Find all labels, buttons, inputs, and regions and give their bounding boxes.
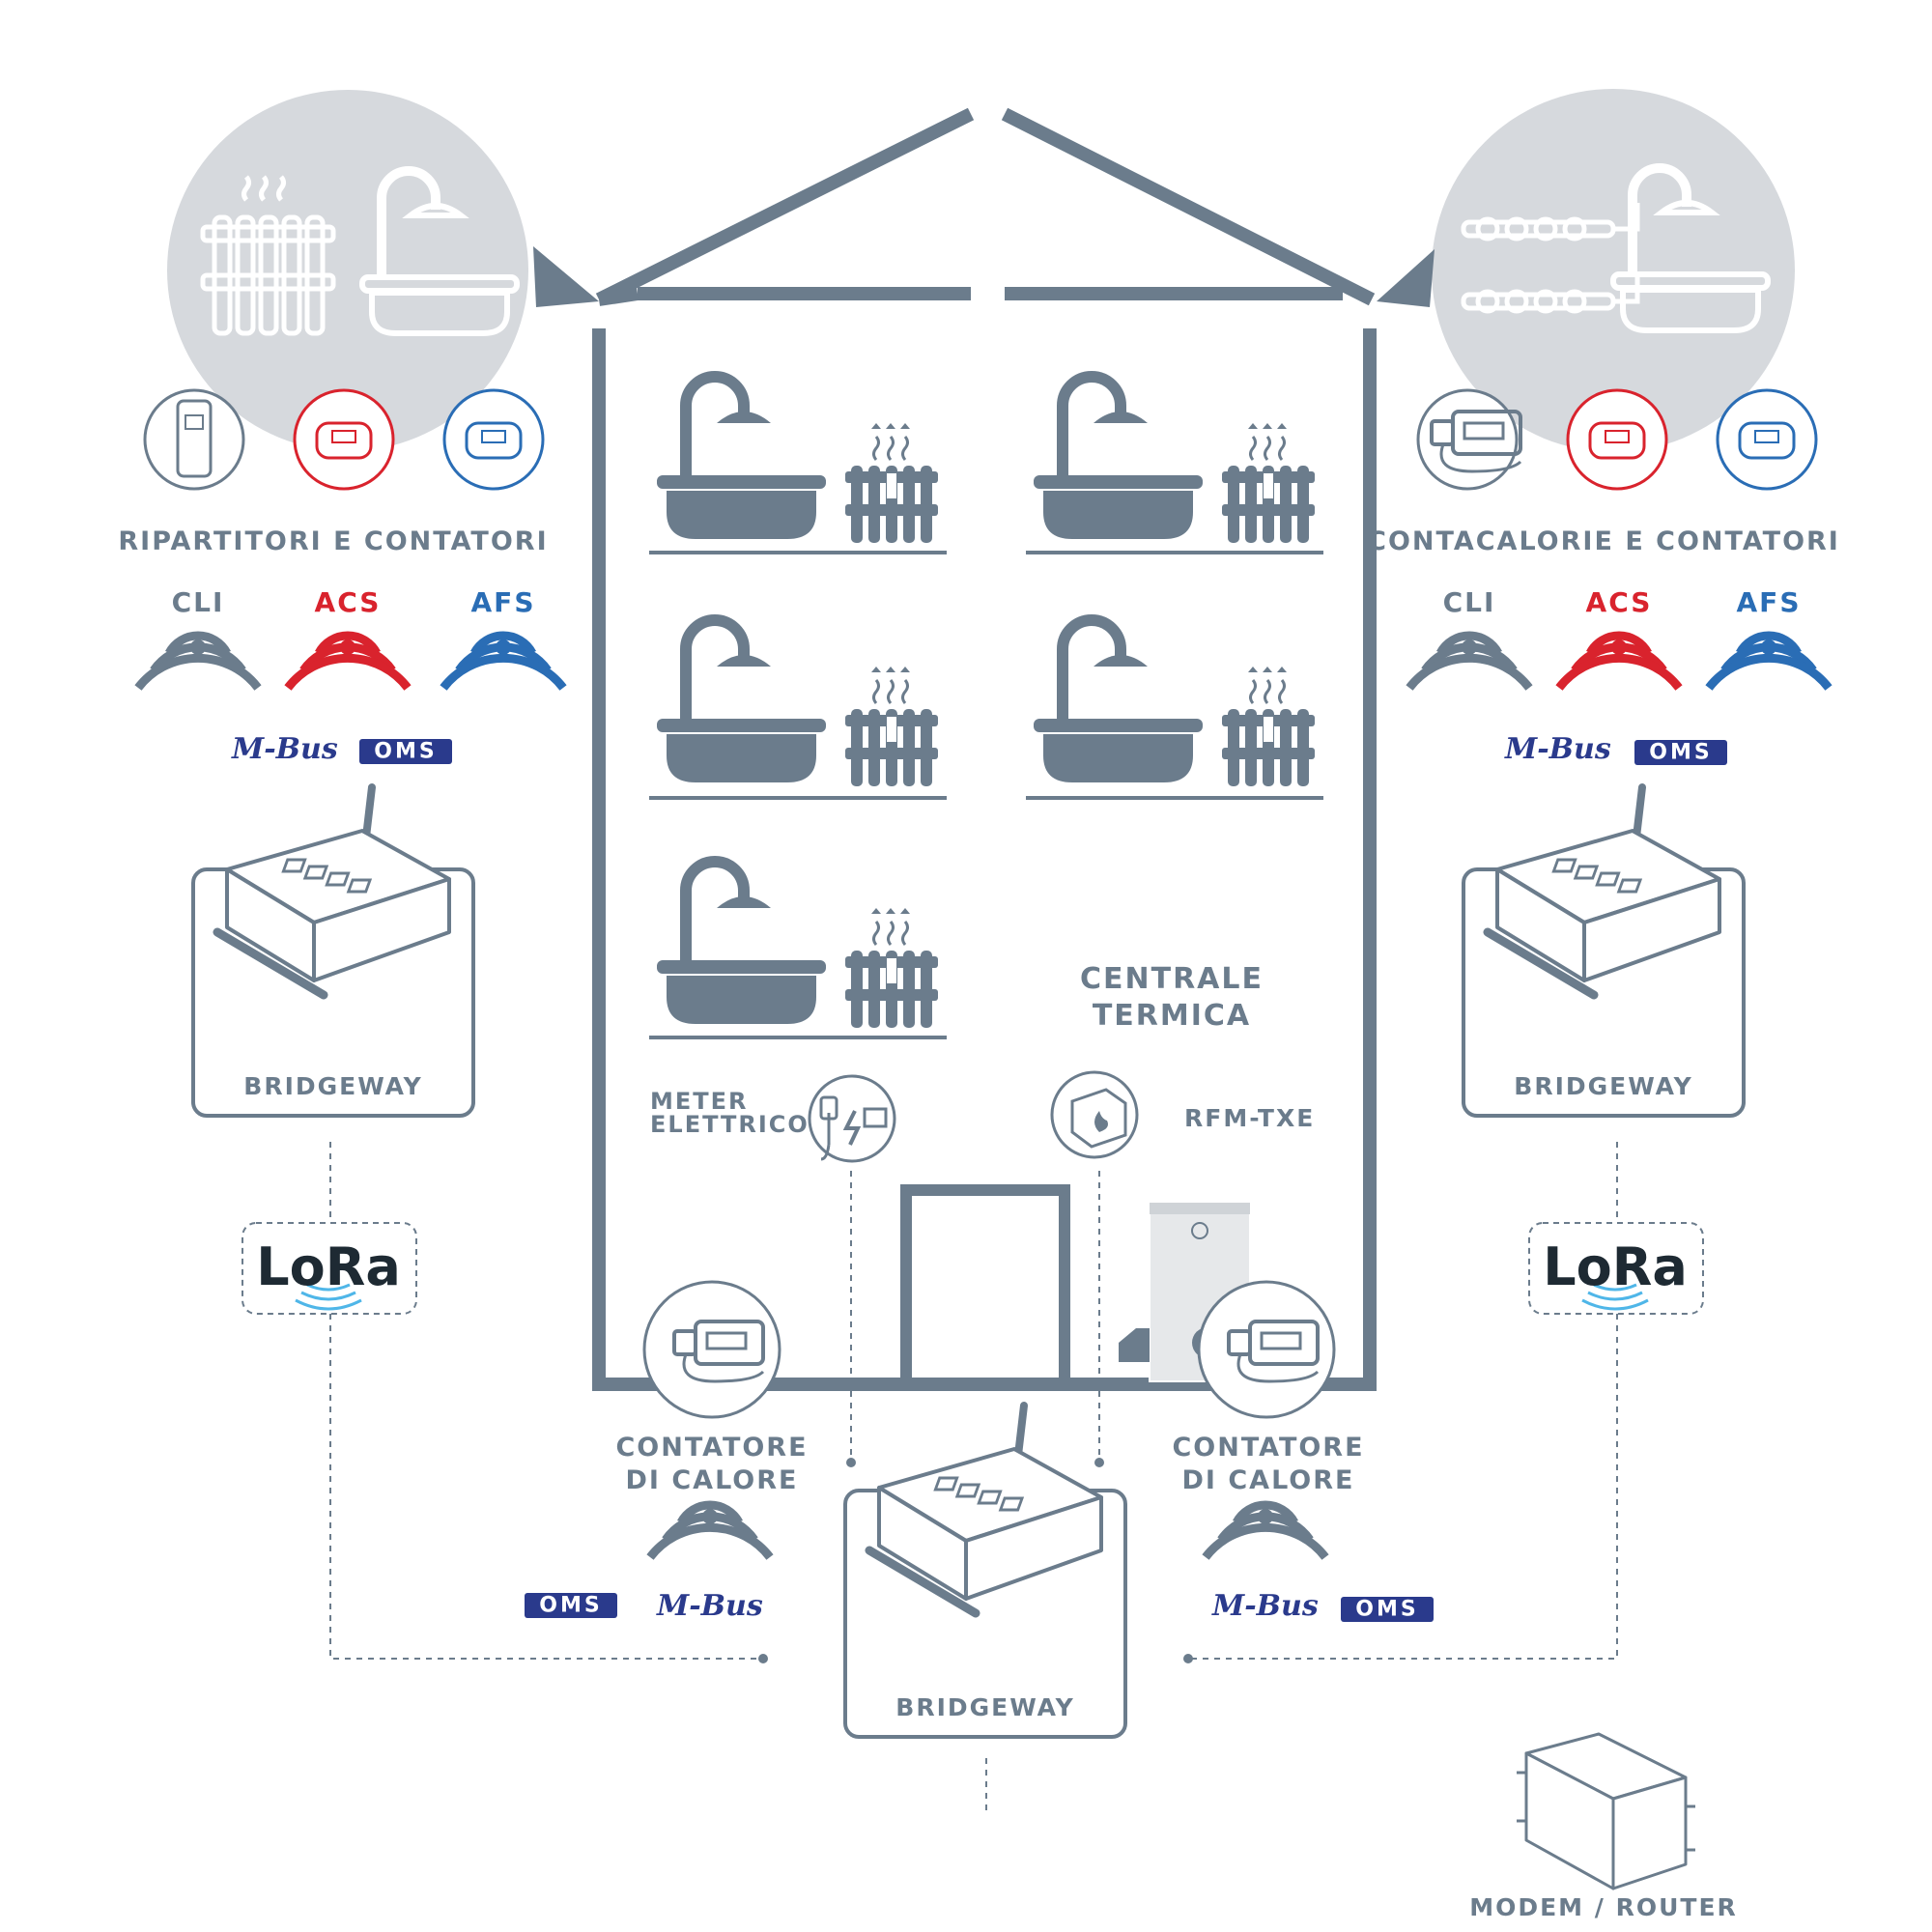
- oms-logo: [359, 739, 1727, 1622]
- meter-label-afs-right: AFS: [1736, 586, 1802, 618]
- oms-logo-text: OMS: [1649, 740, 1713, 765]
- apartment-1: [649, 377, 947, 554]
- meter-label-cli-left: CLI: [171, 586, 225, 618]
- mbus-logo: M-Bus: [657, 1589, 763, 1623]
- meter-label-acs-left: ACS: [314, 586, 382, 618]
- radiator-icon: [200, 175, 336, 336]
- left-room-circle: [167, 90, 528, 451]
- bridgeway-center-label: BRIDGEWAY: [895, 1693, 1075, 1721]
- left-pointer: [533, 246, 599, 307]
- wifi-icon: [443, 636, 563, 688]
- meter-label-cli-right: CLI: [1442, 586, 1496, 618]
- oms-logo-text: OMS: [1355, 1597, 1419, 1622]
- left-meter-icons: [143, 388, 545, 491]
- right-panel-title: CONTACALORIE E CONTATORI: [1367, 526, 1840, 556]
- oms-logo-text: OMS: [374, 739, 438, 764]
- rfm-txe-icon: [1050, 1070, 1139, 1159]
- wifi-icon: [288, 636, 408, 688]
- lora-right-label: LoRa: [1543, 1236, 1688, 1297]
- apartment-3: [649, 620, 947, 800]
- modem-router-label: MODEM / ROUTER: [1469, 1893, 1738, 1921]
- mbus-logo: M-Bus: [1505, 732, 1611, 766]
- door: [900, 1184, 1070, 1389]
- lora-left-label: LoRa: [256, 1236, 401, 1297]
- apartment-4: [1026, 620, 1323, 800]
- lora-left-box: [242, 1222, 417, 1315]
- wifi-icon: [1559, 636, 1679, 688]
- connector-lines: [329, 1142, 1618, 1816]
- meter-label-afs-left: AFS: [470, 586, 536, 618]
- right-pointer: [1377, 249, 1435, 307]
- wifi-icon: [650, 1505, 770, 1557]
- oms-logo-text: OMS: [539, 1593, 603, 1618]
- wifi-icon: [1709, 636, 1829, 688]
- wifi-icon: [138, 636, 258, 688]
- wifi-icon: [1206, 1505, 1325, 1557]
- modem-router-icon: [1517, 1732, 1695, 1890]
- apartment-5: [649, 862, 947, 1039]
- wifi-icon: [1409, 636, 1529, 688]
- mbus-logo: M-Bus: [1212, 1589, 1319, 1623]
- apartment-2: [1026, 377, 1323, 554]
- lora-right-box: [1528, 1222, 1704, 1315]
- bridgeway-right-label: BRIDGEWAY: [1514, 1072, 1693, 1100]
- right-room-circle: [1432, 89, 1795, 452]
- meter-label-acs-right: ACS: [1585, 586, 1653, 618]
- lora-signal-icon: [295, 1283, 1649, 1311]
- left-panel-title: RIPARTITORI E CONTATORI: [118, 526, 549, 556]
- mbus-logo: M-Bus: [232, 732, 338, 766]
- rfm-txe-label: RFM-TXE: [1184, 1104, 1316, 1132]
- right-meter-icons: [1416, 388, 1818, 491]
- bridgeway-left-label: BRIDGEWAY: [243, 1072, 423, 1100]
